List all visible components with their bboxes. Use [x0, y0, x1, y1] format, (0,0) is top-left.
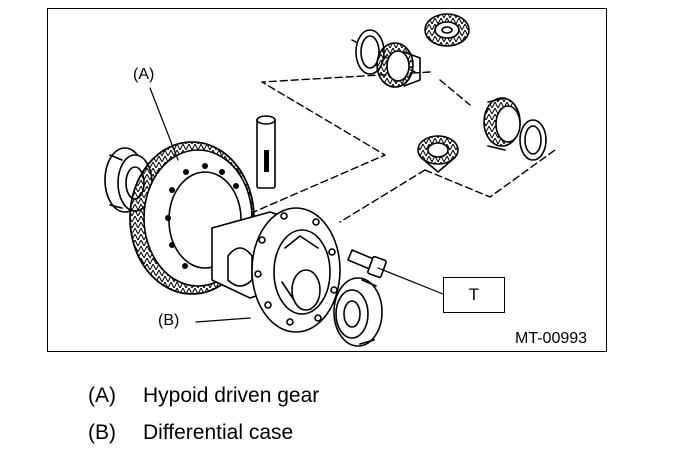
- callout-b-label: (B): [158, 312, 180, 329]
- legend-row-b: (B) Differential case: [88, 421, 293, 445]
- legend-row-a: (A) Hypoid driven gear: [88, 384, 319, 408]
- legend-key-b: (B): [88, 421, 116, 444]
- leader-line-t: [377, 267, 444, 295]
- washer-right: [519, 119, 547, 161]
- callout-t-box: T: [443, 277, 505, 313]
- legend-key-a: (A): [88, 384, 116, 407]
- diagram-frame: [47, 8, 607, 352]
- differential-case: [211, 207, 341, 333]
- pinion-shaft: [256, 115, 276, 189]
- callout-a-label: (A): [133, 66, 155, 83]
- legend-label-b: Differential case: [143, 421, 294, 444]
- side-bearing-right: [333, 277, 383, 347]
- callout-t-label: T: [468, 285, 480, 304]
- side-gear-right: [483, 97, 521, 151]
- leader-line-a: [149, 87, 179, 161]
- pinion-gear-lower: [417, 135, 459, 173]
- figure-id: MT-00993: [515, 330, 588, 347]
- pinion-gear-top: [424, 13, 470, 47]
- leader-line-b: [195, 317, 251, 323]
- bolt: [347, 249, 387, 279]
- legend-label-a: Hypoid driven gear: [143, 384, 320, 407]
- side-gear-upper: [376, 42, 421, 88]
